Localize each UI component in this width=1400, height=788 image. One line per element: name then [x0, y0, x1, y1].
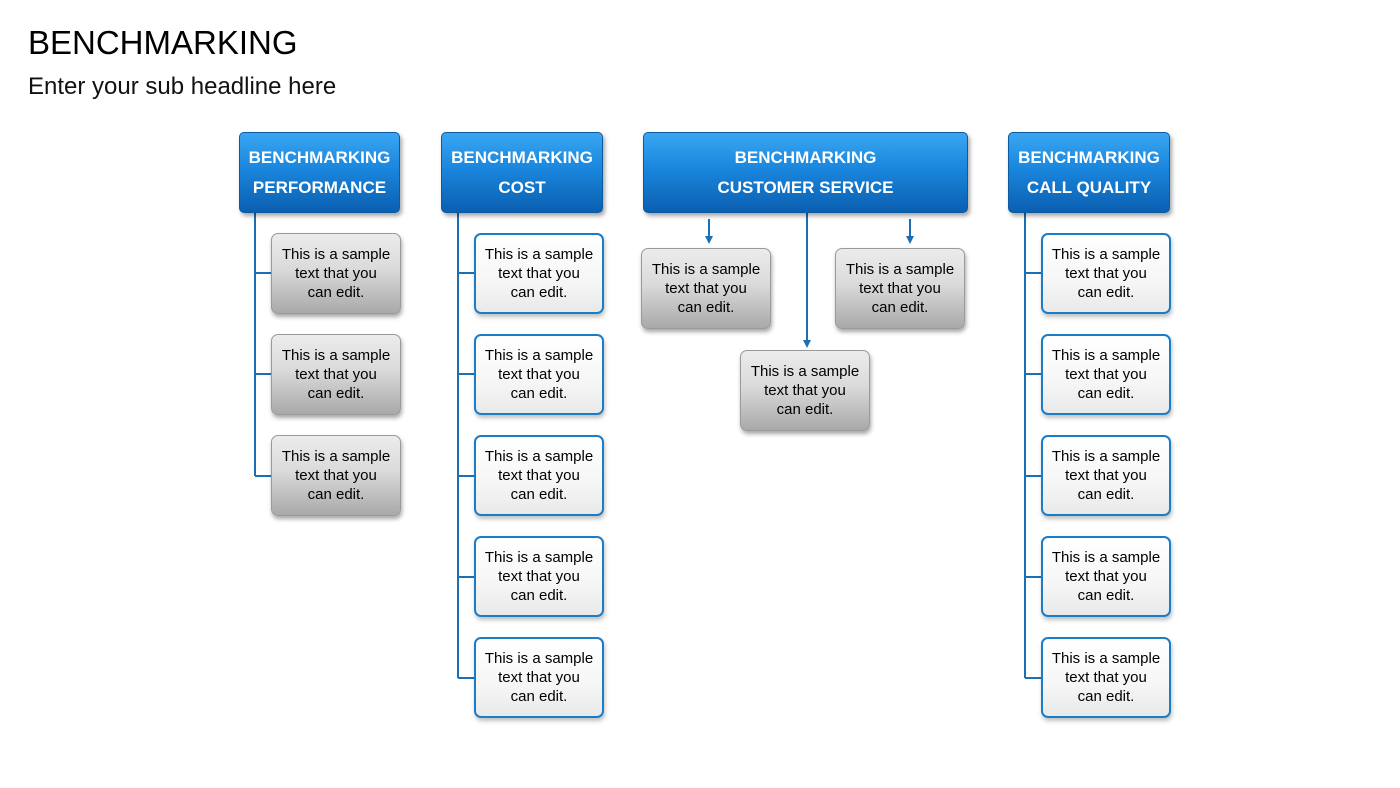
call-quality-connectors	[1024, 213, 1041, 679]
item-line1: This is a sample	[484, 246, 594, 263]
item-line1: This is a sample	[484, 650, 594, 667]
header-cost: BENCHMARKING COST	[441, 132, 603, 213]
header-performance: BENCHMARKING PERFORMANCE	[239, 132, 400, 213]
item-line1: This is a sample	[845, 261, 955, 278]
item-line1: This is a sample	[1051, 650, 1161, 667]
item-line1: This is a sample	[1051, 246, 1161, 263]
item-line2: text that you	[498, 669, 580, 686]
item-line3: can edit.	[1077, 385, 1135, 402]
item-line1: This is a sample	[484, 347, 594, 364]
item-line1: This is a sample	[651, 261, 761, 278]
item-line3: can edit.	[510, 587, 568, 604]
header-line2: COST	[498, 177, 546, 197]
item-line3: can edit.	[510, 284, 568, 301]
item-line1: This is a sample	[1051, 347, 1161, 364]
page-subtitle: Enter your sub headline here	[28, 73, 337, 100]
performance-item: This is a sample text that you can edit.	[271, 233, 401, 314]
item-line2: text that you	[859, 280, 941, 297]
performance-item: This is a sample text that you can edit.	[271, 435, 401, 516]
item-line1: This is a sample	[750, 363, 860, 380]
item-line2: text that you	[1065, 568, 1147, 585]
performance-connectors	[254, 213, 271, 477]
item-line1: This is a sample	[484, 448, 594, 465]
item-line1: This is a sample	[484, 549, 594, 566]
cost-item: This is a sample text that you can edit.	[474, 435, 604, 516]
item-line2: text that you	[295, 467, 377, 484]
cost-connectors	[457, 213, 474, 679]
item-line3: can edit.	[1077, 587, 1135, 604]
cost-item: This is a sample text that you can edit.	[474, 233, 604, 314]
header-line1: BENCHMARKING	[451, 147, 593, 167]
item-line3: can edit.	[1077, 284, 1135, 301]
item-line2: text that you	[665, 280, 747, 297]
item-line3: can edit.	[510, 486, 568, 503]
call-quality-item: This is a sample text that you can edit.	[1041, 637, 1171, 718]
header-line2: PERFORMANCE	[252, 177, 387, 197]
item-line2: text that you	[1065, 467, 1147, 484]
header-customer-service: BENCHMARKING CUSTOMER SERVICE	[643, 132, 968, 213]
item-line3: can edit.	[677, 299, 735, 316]
item-line3: can edit.	[307, 486, 365, 503]
page-title: BENCHMARKING	[28, 24, 298, 61]
call-quality-item: This is a sample text that you can edit.	[1041, 536, 1171, 617]
header-line1: BENCHMARKING	[734, 147, 877, 167]
call-quality-item: This is a sample text that you can edit.	[1041, 233, 1171, 314]
item-line1: This is a sample	[281, 246, 391, 263]
item-line3: can edit.	[1077, 688, 1135, 705]
item-line1: This is a sample	[281, 448, 391, 465]
item-line3: can edit.	[510, 688, 568, 705]
item-line3: can edit.	[307, 284, 365, 301]
item-line2: text that you	[295, 265, 377, 282]
item-line3: can edit.	[871, 299, 929, 316]
item-line2: text that you	[1065, 366, 1147, 383]
header-line2: CALL QUALITY	[1026, 177, 1152, 197]
item-line3: can edit.	[510, 385, 568, 402]
item-line2: text that you	[498, 265, 580, 282]
cost-item: This is a sample text that you can edit.	[474, 536, 604, 617]
item-line2: text that you	[295, 366, 377, 383]
cost-item: This is a sample text that you can edit.	[474, 637, 604, 718]
customer-service-item: This is a sample text that you can edit.	[740, 350, 870, 431]
item-line2: text that you	[498, 568, 580, 585]
performance-item: This is a sample text that you can edit.	[271, 334, 401, 415]
item-line3: can edit.	[307, 385, 365, 402]
item-line3: can edit.	[1077, 486, 1135, 503]
header-line2: CUSTOMER SERVICE	[717, 177, 894, 197]
header-line1: BENCHMARKING	[248, 147, 391, 167]
item-line2: text that you	[498, 366, 580, 383]
call-quality-item: This is a sample text that you can edit.	[1041, 435, 1171, 516]
call-quality-item: This is a sample text that you can edit.	[1041, 334, 1171, 415]
item-line2: text that you	[1065, 265, 1147, 282]
customer-service-item: This is a sample text that you can edit.	[641, 248, 771, 329]
item-line1: This is a sample	[1051, 448, 1161, 465]
item-line1: This is a sample	[281, 347, 391, 364]
item-line3: can edit.	[776, 401, 834, 418]
header-line1: BENCHMARKING	[1018, 147, 1160, 167]
item-line2: text that you	[1065, 669, 1147, 686]
item-line2: text that you	[764, 382, 846, 399]
cost-item: This is a sample text that you can edit.	[474, 334, 604, 415]
customer-service-item: This is a sample text that you can edit.	[835, 248, 965, 329]
item-line2: text that you	[498, 467, 580, 484]
item-line1: This is a sample	[1051, 549, 1161, 566]
header-call-quality: BENCHMARKING CALL QUALITY	[1008, 132, 1170, 213]
